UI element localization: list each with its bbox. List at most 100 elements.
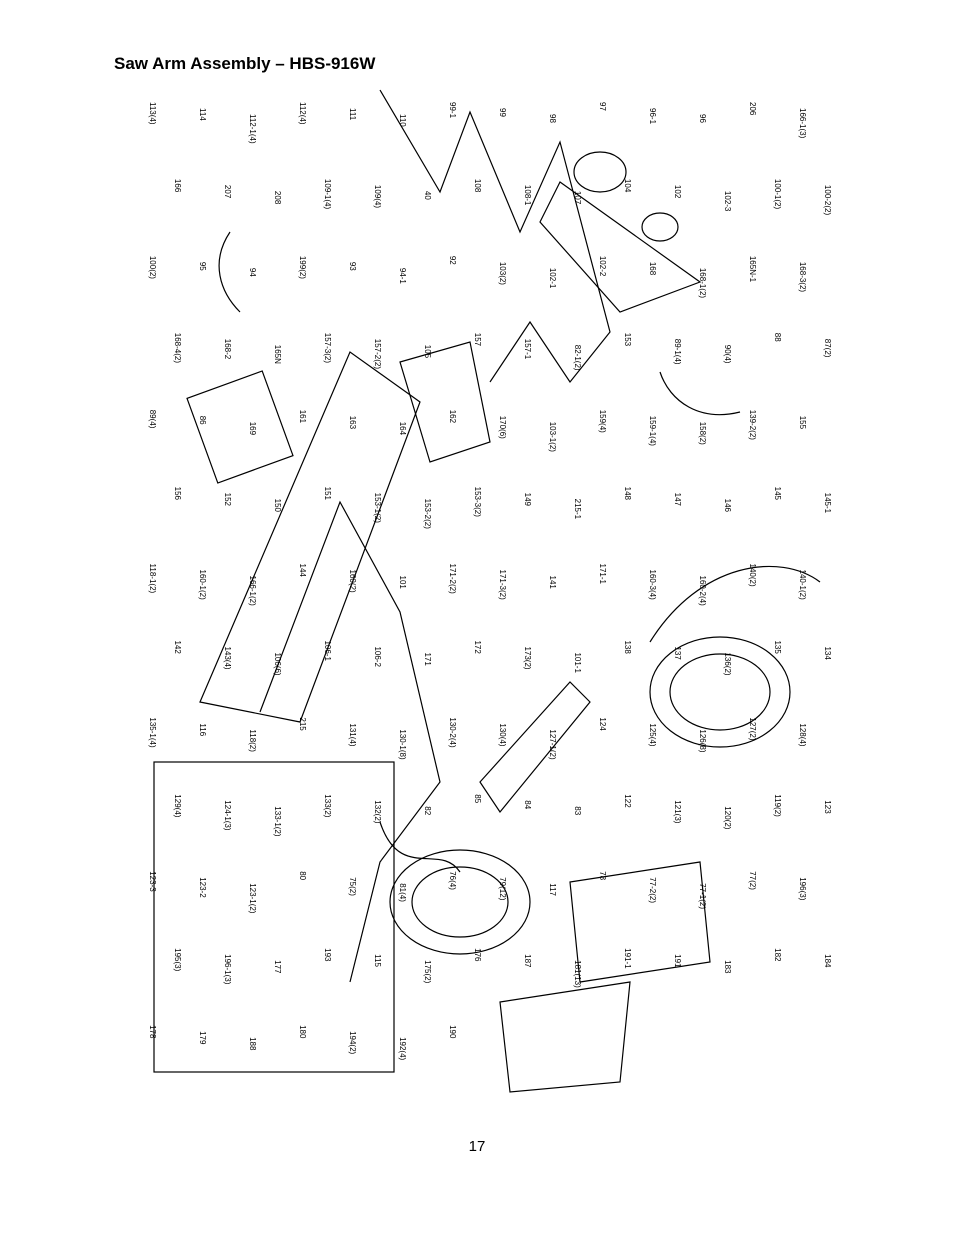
- drive-wheel-inner: [669, 653, 771, 731]
- part-callout-label: 158(2): [698, 422, 707, 445]
- part-callout-label: 149: [523, 493, 532, 507]
- part-callout-label: 102: [673, 185, 682, 199]
- pulley-large: [573, 151, 627, 193]
- pulley-small: [641, 212, 679, 242]
- part-callout-label: 133(2): [323, 794, 332, 817]
- part-callout-label: 135: [773, 640, 782, 654]
- part-callout-label: 102-2: [598, 256, 607, 277]
- part-callout-label: 87(2): [823, 339, 832, 358]
- part-callout-label: 123-1(2): [248, 883, 257, 914]
- part-callout-label: 180: [298, 1025, 307, 1039]
- part-callout-label: 103-1(2): [548, 422, 557, 453]
- part-callout-label: 157: [473, 333, 482, 347]
- inset-detail-box: [153, 761, 395, 1073]
- part-callout-label: 135-1(4): [148, 717, 157, 748]
- coolant-hose: [218, 231, 241, 313]
- part-callout-label: 184: [823, 954, 832, 968]
- part-callout-label: 136(2): [723, 652, 732, 675]
- part-callout-label: 108: [473, 179, 482, 193]
- part-callout-label: 134: [823, 646, 832, 660]
- part-callout-label: 168-3(2): [798, 262, 807, 293]
- part-callout-label: 81(4): [398, 883, 407, 902]
- part-callout-label: 188: [248, 1037, 257, 1051]
- part-callout-label: 146: [723, 499, 732, 513]
- part-callout-label: 101: [398, 576, 407, 590]
- page-title: Saw Arm Assembly – HBS-916W: [114, 54, 376, 73]
- zigzag-outline: [379, 89, 611, 384]
- saw-blade-upper: [649, 565, 821, 643]
- part-callout-label: 150: [273, 499, 282, 513]
- blade-guide-arm: [479, 681, 591, 814]
- part-callout-label: 181(13): [573, 960, 582, 988]
- part-callout-label: 171-1: [598, 564, 607, 585]
- part-callout-label: 131(4): [348, 723, 357, 746]
- part-callout-label: 166-1(2): [248, 576, 257, 607]
- part-callout-label: 139-2(2): [748, 410, 757, 441]
- part-callout-label: 206: [748, 102, 757, 116]
- part-callout-label: 77-2(2): [648, 877, 657, 903]
- part-callout-label: 105: [423, 345, 432, 359]
- part-callout-label: 96: [698, 114, 707, 123]
- part-callout-label: 108-1: [523, 185, 532, 206]
- part-callout-label: 156: [173, 487, 182, 501]
- idler-wheel-inner: [411, 866, 509, 938]
- part-callout-label: 165N: [273, 345, 282, 364]
- part-callout-label: 195(3): [173, 948, 182, 971]
- part-callout-label: 93: [348, 262, 357, 271]
- part-callout-label: 104: [623, 179, 632, 193]
- part-callout-label: 119(2): [773, 794, 782, 817]
- saw-blade-lower: [379, 821, 461, 873]
- part-callout-label: 113(4): [148, 102, 157, 125]
- part-callout-label: 152: [223, 493, 232, 507]
- part-callout-label: 95: [198, 262, 207, 271]
- part-callout-label: 122: [623, 794, 632, 808]
- part-callout-label: 103(2): [498, 262, 507, 285]
- part-callout-label: 77-1(2): [698, 883, 707, 909]
- part-callout-label: 148: [623, 487, 632, 501]
- zigzag-outline-lower: [259, 500, 441, 983]
- part-callout-label: 98: [548, 114, 557, 123]
- part-callout-label: 133-1(2): [273, 806, 282, 837]
- part-callout-label: 109(4): [373, 185, 382, 208]
- part-callout-label: 160-2(4): [698, 576, 707, 607]
- part-callout-label: 124-1(3): [223, 800, 232, 831]
- part-callout-label: 166-1(3): [798, 108, 807, 139]
- part-callout-label: 151: [323, 487, 332, 501]
- flexible-hose: [659, 371, 741, 416]
- part-callout-label: 157-1: [523, 339, 532, 360]
- part-callout-label: 114: [198, 108, 207, 121]
- part-callout-label: 138: [623, 640, 632, 654]
- motor-housing: [186, 370, 294, 484]
- part-callout-label: 193: [323, 948, 332, 962]
- part-callout-label: 190: [448, 1025, 457, 1039]
- part-callout-label: 171-3(2): [498, 570, 507, 601]
- part-callout-label: 191-1: [623, 948, 632, 969]
- part-callout-label: 107: [573, 191, 582, 205]
- part-callout-label: 157-3(2): [323, 333, 332, 364]
- part-callout-label: 106-1: [323, 640, 332, 661]
- part-callout-label: 127-1(2): [548, 729, 557, 760]
- part-callout-label: 80: [298, 871, 307, 880]
- part-callout-label: 97: [598, 102, 607, 111]
- part-callout-label: 94-1: [398, 268, 407, 285]
- part-callout-label: 76(4): [448, 871, 457, 890]
- part-callout-label: 165N-1: [748, 256, 757, 283]
- part-callout-label: 86: [198, 416, 207, 425]
- part-callout-label: 157-2(2): [373, 339, 382, 370]
- part-callout-label: 106-2: [373, 646, 382, 667]
- part-callout-label: 163: [348, 416, 357, 430]
- part-callout-label: 179: [198, 1031, 207, 1045]
- gear-box: [399, 341, 491, 463]
- part-callout-label: 182: [773, 948, 782, 962]
- part-callout-label: 173(2): [523, 646, 532, 669]
- saw-arm-body: [199, 351, 421, 723]
- part-callout-label: 118-1(2): [148, 564, 157, 594]
- part-callout-label: 140(2): [748, 564, 757, 587]
- part-callout-label: 147: [673, 493, 682, 507]
- part-callout-label: 144: [298, 564, 307, 578]
- part-callout-label: 94: [248, 268, 257, 277]
- part-callout-label: 194(2): [348, 1031, 357, 1054]
- part-callout-label: 153: [623, 333, 632, 347]
- part-callout-label: 89-1(4): [673, 339, 682, 365]
